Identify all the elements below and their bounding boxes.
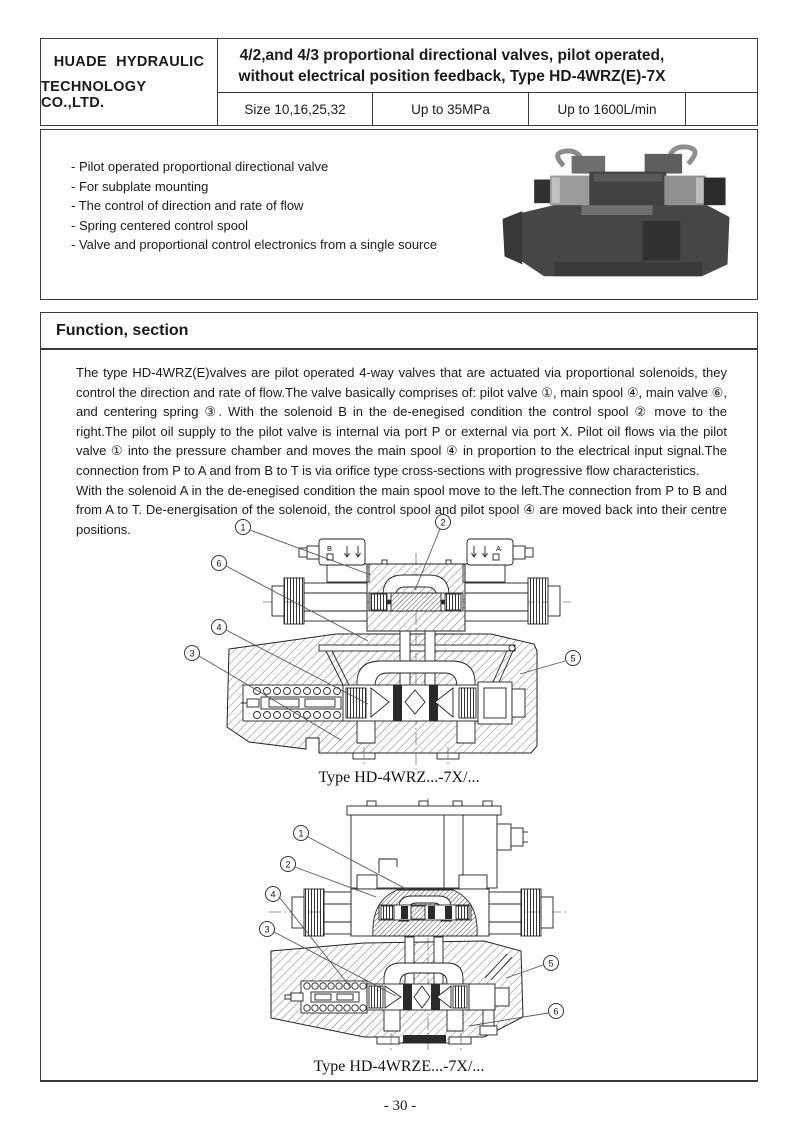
valve-cross-section-drawing-1: B A 1	[184, 514, 581, 771]
section-drawing-4wrz: B A 1	[176, 511, 606, 774]
svg-text:4: 4	[270, 889, 275, 899]
title-line1: 4/2,and 4/3 proportional directional val…	[239, 46, 665, 64]
valve-cross-section-drawing-2: 1 2 4 3	[259, 798, 569, 1051]
company-line2: TECHNOLOGY CO.,LTD.	[41, 78, 147, 111]
company-name: HUADE HYDRAULIC TECHNOLOGY CO.,LTD.	[41, 39, 218, 125]
feature-item: - Spring centered control spool	[71, 217, 249, 233]
spec-flow: Up to 1600L/min	[529, 93, 686, 125]
solenoid-a-connector: A	[466, 538, 534, 566]
feature-item: - The control of direction and rate of f…	[71, 198, 304, 214]
callout-2: 2	[280, 856, 377, 898]
drawing-1-caption: Type HD-4WRZ...-7X/...	[318, 769, 480, 786]
solenoid-b-tube	[303, 582, 368, 622]
function-paragraph-1: The type HD-4WRZ(E)valves are pilot oper…	[76, 365, 727, 478]
callout-4: 4	[265, 886, 352, 989]
callout-2: 2	[414, 514, 451, 591]
spec-size: Size 10,16,25,32	[218, 93, 373, 125]
solenoid-a-label: A	[496, 544, 501, 553]
svg-text:3: 3	[264, 924, 269, 934]
callout-3: 3	[259, 921, 397, 997]
callout-6: 6	[468, 1003, 564, 1027]
solenoid-b-connector: B	[298, 538, 366, 566]
title-line2: without electrical position feedback, Ty…	[238, 67, 666, 85]
header-empty-cell-bottom	[686, 93, 757, 125]
spec-pressure: Up to 35MPa	[373, 93, 529, 125]
svg-text:5: 5	[570, 653, 575, 663]
features-box: - Pilot operated proportional directiona…	[40, 129, 758, 300]
svg-text:1: 1	[298, 828, 303, 838]
callout-3: 3	[184, 645, 342, 741]
page-number: - 30 -	[383, 1098, 417, 1114]
svg-text:4: 4	[216, 622, 221, 632]
header-table: HUADE HYDRAULIC TECHNOLOGY CO.,LTD. 4/2,…	[40, 38, 758, 126]
feature-item: - For subplate mounting	[71, 178, 209, 194]
feature-item: - Valve and proportional control electro…	[71, 237, 438, 253]
feature-list: - Pilot operated proportional directiona…	[71, 157, 437, 255]
valve-product-photo	[494, 144, 742, 297]
drawing-2-caption: Type HD-4WRZE...-7X/...	[313, 1058, 485, 1075]
callout-1: 1	[293, 825, 409, 891]
function-paragraph-2: With the solenoid A in the de-enegised c…	[76, 482, 727, 537]
function-content-box: The type HD-4WRZ(E)valves are pilot oper…	[40, 349, 758, 1082]
svg-text:1: 1	[240, 522, 245, 532]
callout-1: 1	[235, 519, 372, 576]
svg-text:2: 2	[440, 517, 445, 527]
feature-item: - Pilot operated proportional directiona…	[71, 159, 329, 174]
solenoid-b-label: B	[327, 544, 332, 553]
header-empty-cell-top	[686, 39, 757, 93]
flow-gallery	[356, 660, 476, 744]
svg-text:3: 3	[189, 648, 194, 658]
callout-5: 5	[505, 955, 559, 979]
section-heading: Function, section	[56, 322, 189, 339]
valve-photo-graphic	[502, 144, 730, 277]
svg-text:6: 6	[553, 1006, 558, 1016]
callout-6: 6	[211, 555, 369, 642]
svg-text:6: 6	[216, 558, 221, 568]
section-drawing-4wrze: 1 2 4 3	[236, 796, 606, 1059]
solenoid-a-tube	[464, 582, 529, 622]
function-section-heading-box: Function, section	[40, 312, 758, 349]
company-line1: HUADE HYDRAULIC	[53, 53, 205, 70]
function-text: The type HD-4WRZ(E)valves are pilot oper…	[76, 363, 727, 539]
electronics-connector	[496, 823, 512, 851]
svg-text:5: 5	[548, 958, 553, 968]
document-title: 4/2,and 4/3 proportional directional val…	[218, 39, 686, 93]
svg-text:2: 2	[285, 859, 290, 869]
pilot-control-spool	[390, 592, 442, 612]
callout-5: 5	[519, 650, 581, 675]
callout-4: 4	[211, 619, 369, 705]
